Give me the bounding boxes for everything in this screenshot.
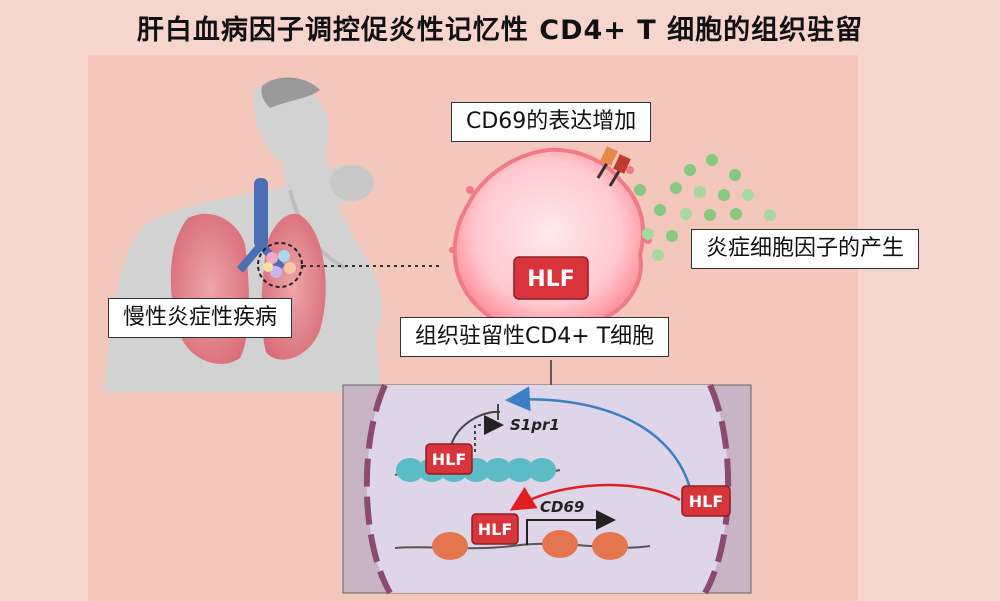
hlf-upper-label: HLF — [432, 450, 467, 469]
hlf-lower-label: HLF — [478, 520, 513, 539]
figure-title: 肝白血病因子调控促炎性记忆性 CD4+ T 细胞的组织驻留 — [136, 15, 864, 46]
cd69-receptor-icon — [596, 146, 631, 187]
repress-arrow — [505, 386, 692, 489]
s1pr1-locus: S1pr1 — [394, 404, 561, 482]
trm-cell — [449, 147, 652, 337]
cd69-increase-label: CD69的表达增加 — [451, 102, 652, 142]
trm-cell-label: 组织驻留性CD4+ T细胞 — [400, 317, 670, 357]
cytokine-production-label: 炎症细胞因子的产生 — [691, 229, 920, 269]
activate-arrow — [509, 483, 681, 511]
cytokine-dots — [634, 154, 776, 261]
gene-cd69-label: CD69 — [540, 498, 584, 516]
hlf-upper-box: HLF — [425, 443, 473, 475]
gene-s1pr1-label: S1pr1 — [510, 416, 560, 434]
cell-hlf-box: HLF — [513, 256, 589, 300]
cd69-locus: CD69 — [394, 498, 651, 560]
hlf-external-label: HLF — [689, 492, 724, 511]
hlf-lower-box: HLF — [471, 513, 519, 545]
cell-hlf-label: HLF — [527, 267, 574, 292]
hlf-external-box: HLF — [681, 485, 731, 517]
chronic-disease-label: 慢性炎症性疾病 — [108, 298, 293, 338]
lung-cell-cluster — [257, 242, 303, 288]
